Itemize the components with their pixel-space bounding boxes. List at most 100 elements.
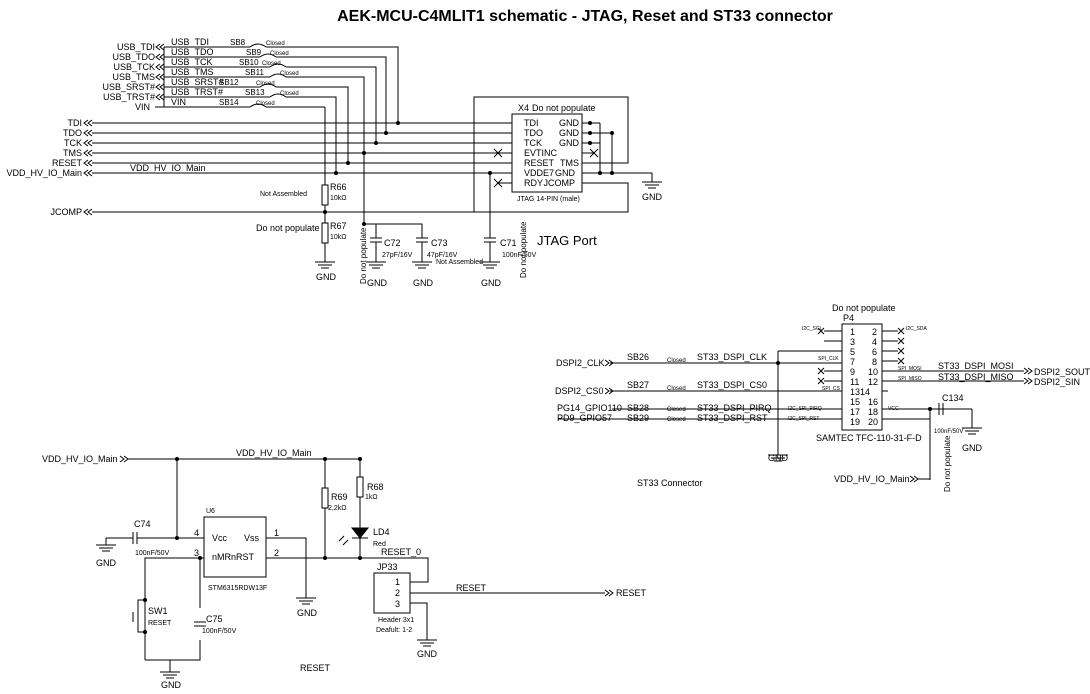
net-st33-cs0: ST33_DSPI_CS0: [697, 380, 767, 390]
p4-pin-17: 17: [850, 407, 860, 417]
sb14-closed: Closed: [256, 101, 275, 107]
r69-ref: R69: [331, 492, 348, 502]
net-spi-mosi: SPI_MOSI: [898, 366, 922, 372]
p4-gnd: GND: [768, 453, 789, 463]
usb-port-tdo: USB_TDO: [112, 52, 155, 62]
sw1-gnd: GND: [161, 680, 182, 690]
sb26-label: SB26: [627, 352, 649, 362]
x4-pin-gnd3: GND: [559, 138, 580, 148]
p4-pin-13: 13: [850, 387, 860, 397]
sw1-label: RESET: [148, 620, 172, 627]
c74-ref: C74: [134, 519, 151, 529]
r66-ref: R66: [330, 182, 347, 192]
p4-pin-3: 3: [850, 337, 855, 347]
r67-ref: R67: [330, 221, 347, 231]
x4-pin-vdde7: VDDE7: [524, 168, 554, 178]
net-reset0: RESET_0: [381, 547, 421, 557]
dnp-c72: Do not populate: [359, 227, 368, 284]
sb11-closed: Closed: [280, 71, 299, 77]
r68-value: 1kΩ: [365, 494, 378, 501]
p4-part: SAMTEC TFC-110-31-F-D: [816, 433, 922, 443]
p4-pin-18: 18: [868, 407, 878, 417]
r66-value: 10kΩ: [330, 195, 347, 202]
net-st33-pirq: ST33_DSPI_PIRQ: [697, 403, 772, 413]
jtag-section-label: JTAG Port: [537, 233, 597, 248]
jp33-ref: JP33: [377, 562, 398, 572]
sb12-label: SB12: [219, 78, 239, 87]
p4-pin-6: 6: [872, 347, 877, 357]
ld4-ref: LD4: [373, 527, 390, 537]
vdd-net-label: VDD_HV_IO_Main: [130, 163, 206, 173]
usb-port-srst: USB_SRST#: [102, 82, 155, 92]
c71-gnd: GND: [481, 278, 502, 288]
usb-net-srst: USB_SRST#: [171, 77, 224, 87]
sb26-closed: Closed: [667, 358, 686, 364]
usb-port-tms: USB_TMS: [112, 72, 155, 82]
c71-ref: C71: [500, 238, 517, 248]
u6-nmr: nMRnRST: [212, 552, 255, 562]
port-pg14: PG14_GPIO110: [557, 403, 622, 413]
port-jcomp: JCOMP: [51, 207, 83, 217]
u6-ref: U6: [206, 508, 215, 515]
c134-dnp: Do not populate: [943, 435, 952, 492]
r68-ref: R68: [367, 482, 384, 492]
port-tms: TMS: [63, 148, 82, 158]
x4-gnd-label: GND: [642, 192, 663, 202]
c72-ref: C72: [384, 238, 401, 248]
p4-pins: 1 3 5 7 9 11 13 15 17 19 2 4 6 8 10 12 1…: [850, 327, 878, 427]
c73-ref: C73: [431, 238, 448, 248]
sb28-closed: Closed: [667, 407, 686, 413]
r69-value: 2,2kΩ: [328, 505, 346, 512]
p4-note: Do not populate: [832, 303, 896, 313]
sb13-label: SB13: [245, 88, 265, 97]
port-dspi2-cs0: DSPI2_CS0: [555, 386, 604, 396]
u6-vss: Vss: [244, 533, 260, 543]
p4-pin-7: 7: [850, 357, 855, 367]
p4-ref: P4: [843, 313, 854, 323]
r66-r67: Not Assembled R66 10kΩ Do not populate R…: [256, 106, 347, 282]
x4-pin-tdi: TDI: [524, 118, 539, 128]
sb10-closed: Closed: [262, 61, 281, 67]
dnp-c71: Do not populate: [519, 221, 528, 278]
sb8-label: SB8: [230, 38, 246, 47]
port-vdd: VDD_HV_IO_Main: [6, 168, 82, 178]
c75-ref: C75: [206, 614, 223, 624]
solder-bridges: SB8 SB9 SB10 SB11 SB12 SB13 SB14 Closed …: [219, 38, 399, 172]
sb29-closed: Closed: [667, 417, 686, 423]
c74-value: 100nF/50V: [135, 550, 170, 557]
port-pd9: PD9_GPIO57: [557, 413, 612, 423]
x4-pin-jcomp: JCOMP: [544, 178, 576, 188]
jtag-section: USB_TDI USB_TDO USB_TCK USB_TMS USB_SRST…: [6, 37, 662, 288]
p4-pin-19: 19: [850, 417, 860, 427]
u6-part: STM6315RDW13F: [208, 585, 267, 592]
usb-net-tdi: USB_TDI: [171, 37, 209, 47]
jp33-type: Header 3x1: [378, 617, 414, 624]
p4-pin-16: 16: [868, 397, 878, 407]
usb-port-vin: VIN: [135, 102, 150, 112]
port-dspi2-sout: DSPI2_SOUT: [1034, 367, 1090, 377]
sb10-label: SB10: [239, 58, 259, 67]
port-tdo: TDO: [63, 128, 82, 138]
sb8-closed: Closed: [266, 41, 285, 47]
p4-pin-20: 20: [868, 417, 878, 427]
x4-type: JTAG 14-PIN (male): [517, 196, 580, 203]
net-st33-miso: ST33_DSPI_MISO: [938, 372, 1014, 382]
port-tdi: TDI: [68, 118, 83, 128]
x4-pin-rdy: RDY: [524, 178, 543, 188]
x4-pin-tdo: TDO: [524, 128, 543, 138]
sb28-label: SB28: [627, 403, 649, 413]
c134-value: 100nF/50V: [934, 429, 963, 435]
x4-pin-evtinc: EVTINC: [524, 148, 558, 158]
reset-port: RESET: [616, 588, 647, 598]
p4-pin-4: 4: [872, 337, 877, 347]
u6-vcc: Vcc: [212, 533, 228, 543]
net-spi-miso: SPI_MISO: [898, 376, 922, 382]
reset-vdd-port: VDD_HV_IO_Main: [42, 454, 118, 464]
p4-pin-8: 8: [872, 357, 877, 367]
sb13-closed: Closed: [280, 91, 299, 97]
usb-ports: USB_TDI USB_TDO USB_TCK USB_TMS USB_SRST…: [102, 42, 270, 112]
p4-pin-15: 15: [850, 397, 860, 407]
r67-note: Do not populate: [256, 223, 320, 233]
jp33-pin1: 1: [395, 577, 400, 587]
